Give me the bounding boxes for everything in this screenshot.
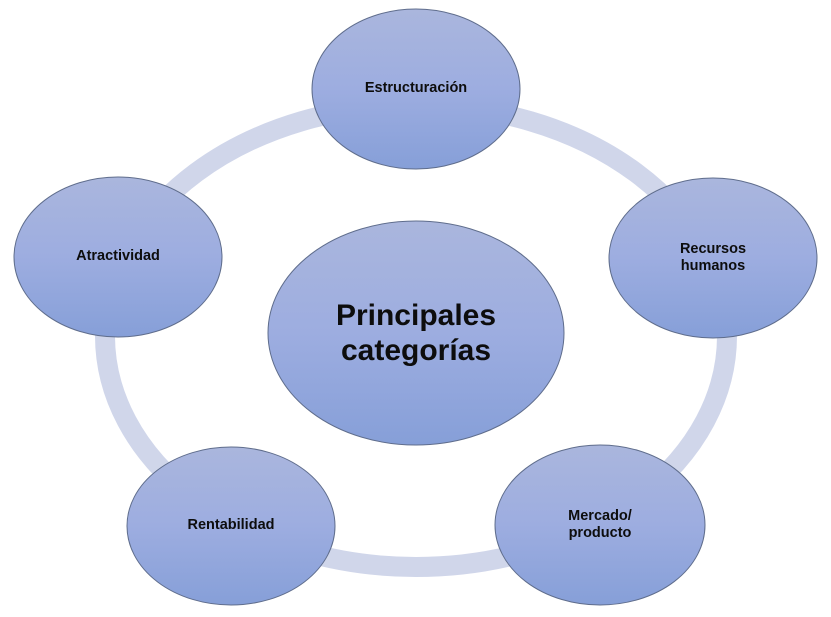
node-shape-recursos-humanos xyxy=(608,177,818,339)
node-shape-rentabilidad xyxy=(126,446,336,606)
node-shape-estructuracion xyxy=(311,8,521,170)
node-shape-atractividad xyxy=(13,176,223,338)
node-shape-mercado-producto xyxy=(494,444,706,606)
center-node-shape xyxy=(267,220,565,446)
